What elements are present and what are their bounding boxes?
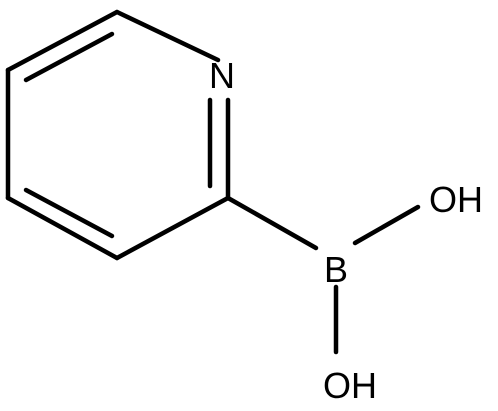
bond-n-c6	[114, 9, 221, 63]
double-bond-c6-c5-inner	[23, 31, 115, 83]
hydroxyl-top-label: OH	[429, 179, 483, 220]
double-bond-c4-c3-inner	[23, 187, 115, 239]
bond-c3-c2	[114, 195, 231, 261]
nitrogen-label: N	[209, 55, 235, 96]
boron-label: B	[324, 249, 348, 290]
bond-c2-b	[225, 195, 319, 251]
bond-c6-c5	[5, 9, 120, 73]
boronic-acid-bonds	[225, 195, 421, 355]
pyridine-ring	[5, 9, 231, 261]
hydroxyl-bottom-label: OH	[323, 365, 377, 406]
bond-b-oh-top	[352, 204, 421, 246]
bond-c4-c3	[5, 195, 120, 261]
